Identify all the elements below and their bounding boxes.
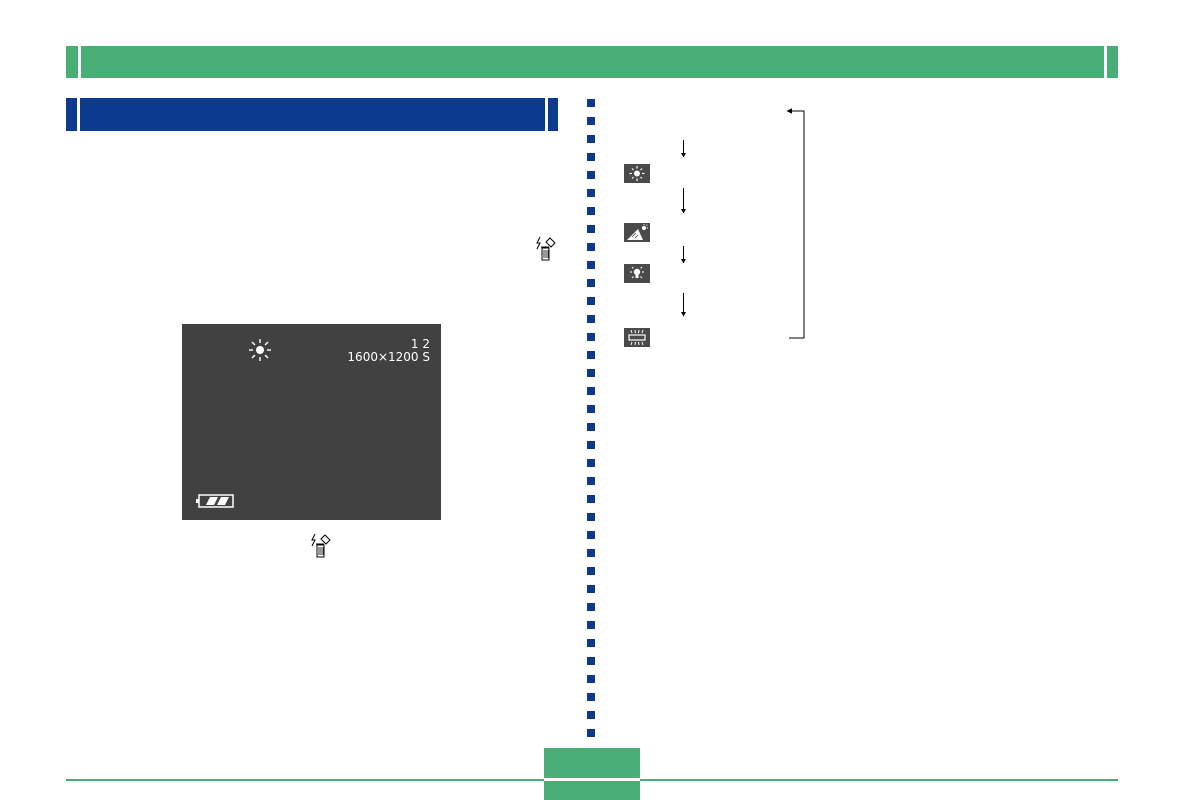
header-bar-divider-left <box>78 46 81 78</box>
section-bar-divider-left <box>77 98 80 131</box>
down-arrow-icon <box>681 293 686 322</box>
section-bar-divider-right <box>545 98 548 131</box>
down-arrow-icon <box>681 188 686 219</box>
image-resolution: 1600×1200 S <box>347 350 430 364</box>
image-counter: 1 2 <box>410 337 430 351</box>
down-arrow-icon <box>681 140 686 163</box>
page-number-tab <box>544 748 640 800</box>
camera-monitor-screen: 1 2 1600×1200 S <box>182 324 441 520</box>
section-title-bar <box>66 98 558 131</box>
shade-icon <box>624 223 650 242</box>
header-bar <box>66 46 1118 78</box>
header-bar-divider-right <box>1104 46 1107 78</box>
daylight-icon <box>624 164 650 183</box>
flash-delete-trash-icon-lower <box>310 533 332 566</box>
tungsten-icon <box>624 264 650 283</box>
fluorescent-icon <box>624 328 650 347</box>
page-tab-divider <box>544 778 640 781</box>
sun-icon <box>249 339 271 361</box>
down-arrow-icon <box>681 246 686 269</box>
flash-delete-trash-icon <box>535 236 557 269</box>
cycle-return-arrow-icon <box>786 108 805 339</box>
battery-icon <box>196 494 234 508</box>
